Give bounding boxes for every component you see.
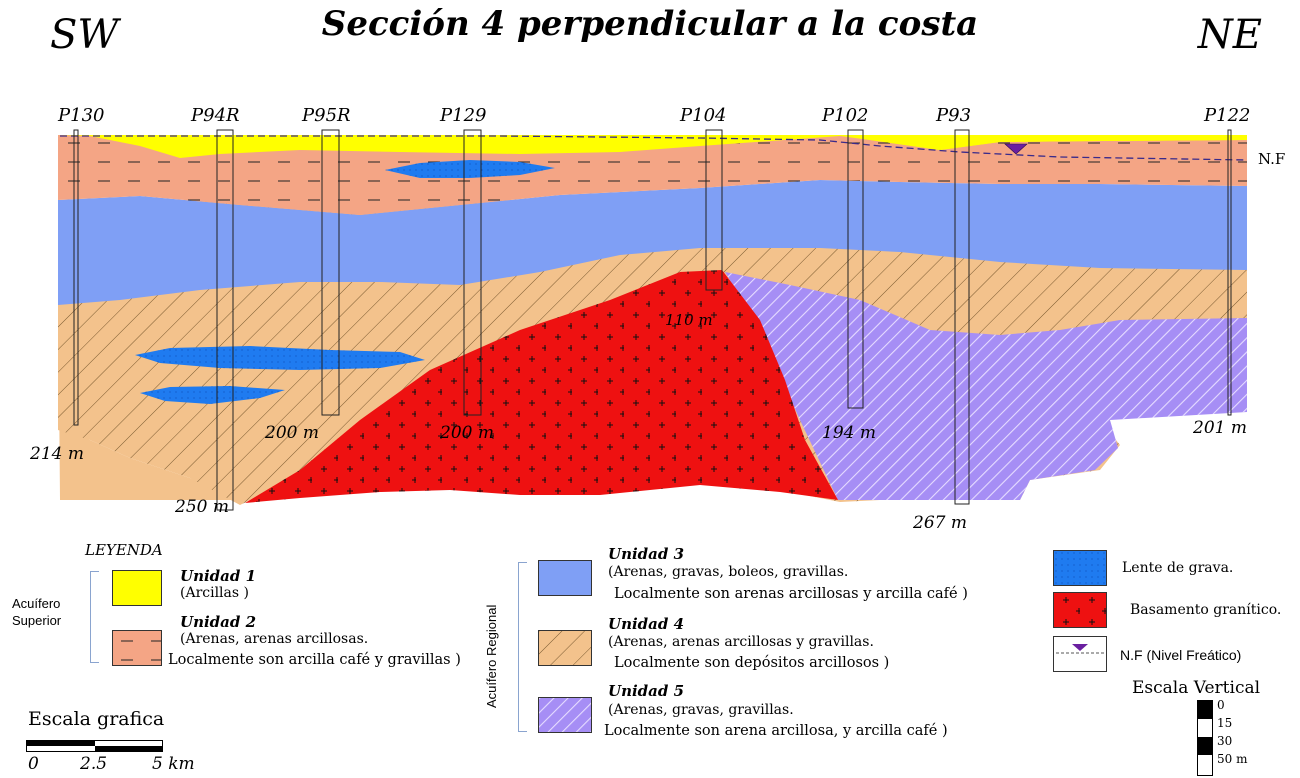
well-label-p93: P93: [935, 105, 971, 126]
horizontal-scale-bar: [26, 740, 163, 752]
aquifer-superior-line-2: Superior: [12, 613, 62, 628]
unidad-1-name: Unidad 1: [180, 567, 257, 585]
water-table-line: [60, 135, 1248, 161]
legend-heading: LEYENDA: [85, 541, 163, 559]
well-label-p129: P129: [439, 105, 486, 126]
unidad-1-desc: (Arcillas ): [180, 585, 249, 601]
well-p94r: [216, 129, 234, 511]
unidad-1-layer: [58, 135, 1247, 158]
direction-sw-label: SW: [50, 12, 119, 58]
unidad-4-name: Unidad 4: [608, 615, 685, 633]
section-title: Sección 4 perpendicular a la costa: [321, 4, 979, 44]
depth-label-p130: 214 m: [29, 444, 84, 464]
water-table-marker-icon: [1004, 143, 1028, 155]
water-table-legend-label: N.F (Nivel Freático): [1120, 647, 1242, 663]
water-table-label: N.F: [1258, 150, 1285, 168]
unidad-2-desc-1: (Arenas, arenas arcillosas.: [180, 631, 369, 647]
water-table-swatch: [1053, 636, 1107, 672]
aquifer-regional-label: Acuífero Regional: [484, 604, 499, 708]
unidad-2-swatch-pattern: [113, 631, 161, 665]
unidad-4-desc-2: Localmente son depósitos arcillosos ): [614, 655, 890, 671]
granitic-basement-swatch: [1053, 592, 1107, 628]
unidad-5-layer: [725, 272, 1247, 500]
unidad-3-desc-1: (Arenas, gravas, boleos, gravillas.: [608, 564, 849, 580]
horizontal-scale-tick-5: 5 km: [152, 754, 195, 774]
horizontal-scale-tick-2-5: 2.5: [80, 754, 108, 774]
depth-label-p95r: 200 m: [264, 423, 319, 443]
well-p93: [954, 129, 970, 505]
unidad-5-desc-1: (Arenas, gravas, gravillas.: [608, 702, 794, 718]
granitic-basement: [245, 270, 838, 503]
gravel-lens-swatch-pattern: [1054, 551, 1106, 585]
vertical-scale-label: Escala Vertical: [1132, 678, 1261, 698]
water-table-swatch-icon: [1056, 644, 1104, 654]
direction-ne-label: NE: [1197, 12, 1262, 58]
well-p130: [73, 129, 79, 426]
vertical-scale-tick-50: 50 m: [1217, 752, 1248, 766]
unidad-3-layer: [58, 180, 1247, 305]
vertical-scale-segment-3: [1198, 737, 1212, 755]
gravel-lens-upper: [385, 160, 555, 178]
depth-label-p104: 110 m: [665, 311, 713, 329]
unidad-2-name: Unidad 2: [180, 613, 257, 631]
unidad-5-swatch: [538, 697, 592, 733]
unidad-4-swatch-pattern: [539, 631, 591, 665]
well-label-p104: P104: [679, 105, 726, 126]
unidad-4-swatch: [538, 630, 592, 666]
well-p129: [463, 129, 482, 416]
unidad-3-name: Unidad 3: [608, 545, 685, 563]
unidad-1-swatch: [112, 570, 162, 606]
well-label-p95r: P95R: [301, 105, 351, 126]
aquifer-superior-line-1: Acuífero: [12, 596, 61, 611]
well-label-p94r: P94R: [190, 105, 240, 126]
aquifer-superior-label: Acuífero Superior: [12, 595, 61, 629]
vertical-scale-ticks: 0 15 30 50 m: [1217, 696, 1247, 768]
unidad-5-swatch-pattern: [539, 698, 591, 732]
depth-label-p93: 267 m: [912, 513, 967, 533]
horizontal-scale-segment-1: [27, 741, 95, 746]
vertical-scale-bar: [1197, 700, 1213, 776]
depth-label-p94r: 250 m: [174, 497, 229, 517]
unidad-5-name: Unidad 5: [608, 682, 685, 700]
unidad-2-swatch: [112, 630, 162, 666]
aquifer-regional-bracket: [518, 562, 527, 732]
well-p95r: [321, 129, 340, 416]
depth-label-p102: 194 m: [822, 423, 876, 443]
well-p104: [705, 129, 723, 291]
unidad-2-layer: [58, 135, 1247, 215]
gravel-lens-middle: [135, 346, 425, 370]
gravel-lens-swatch: [1053, 550, 1107, 586]
horizontal-scale-tick-0: 0: [28, 754, 39, 774]
horizontal-scale-label: Escala grafica: [28, 708, 165, 730]
well-p102: [847, 129, 864, 409]
vertical-scale-segment-1: [1198, 701, 1212, 719]
granitic-basement-label: Basamento granítico.: [1130, 602, 1282, 618]
well-p122: [1227, 129, 1232, 416]
unidad-3-desc-2: Localmente son arenas arcillosas y arcil…: [614, 586, 968, 602]
well-label-p102: P102: [821, 105, 868, 126]
unidad-2-desc-2: Localmente son arcilla café y gravillas …: [168, 652, 461, 668]
vertical-scale-tick-30: 30: [1217, 734, 1233, 748]
gravel-lens-lower: [140, 386, 285, 404]
aquifer-superior-bracket: [90, 571, 99, 663]
unidad-3-swatch: [538, 560, 592, 596]
well-label-p130: P130: [57, 105, 104, 126]
horizontal-scale-segment-2: [95, 746, 162, 751]
unidad-5-desc-2: Localmente son arena arcillosa, y arcill…: [604, 723, 948, 739]
vertical-scale-tick-15: 15: [1217, 716, 1233, 730]
depth-label-p129: 200 m: [439, 423, 494, 443]
well-label-p122: P122: [1203, 105, 1250, 126]
depth-label-p122: 201 m: [1192, 418, 1247, 438]
gravel-lens-label: Lente de grava.: [1122, 560, 1234, 576]
vertical-scale-tick-0: 0: [1217, 698, 1225, 712]
granitic-basement-swatch-pattern: [1054, 593, 1106, 627]
geologic-cross-section: P130 P94R P95R P129 P104 P102 P93 P122 2…: [29, 105, 1285, 533]
unidad-4-desc-1: (Arenas, arenas arcillosas y gravillas.: [608, 634, 874, 650]
